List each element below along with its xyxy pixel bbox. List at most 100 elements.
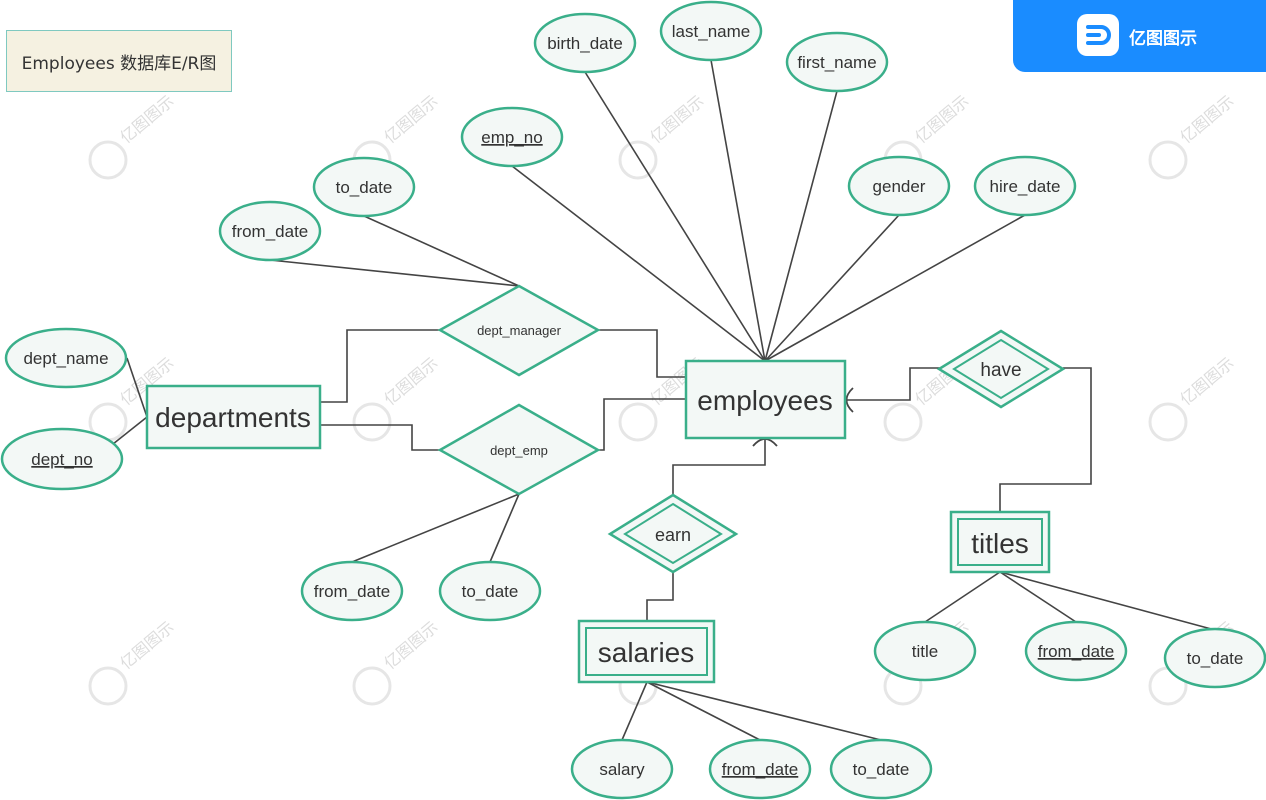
connector-emp_no (511, 165, 766, 362)
watermark-logo-icon: 亿图图示 (88, 92, 178, 180)
rel-have-inner (952, 338, 1050, 400)
connector-gender (764, 214, 900, 362)
attr-s-from_date (708, 738, 812, 800)
attr-label-salary: salary (599, 760, 645, 779)
connector-dept_emp-employees (598, 398, 686, 451)
attr-s-to_date (829, 738, 933, 800)
connector-earn-salaries (646, 572, 674, 621)
attr-label-t-from_date: from_date (1038, 642, 1115, 661)
rel-earn-inner (623, 502, 723, 565)
connector-dept_no (112, 416, 148, 445)
watermark-logo-icon: 亿图图示 (1148, 354, 1238, 442)
attr-label-t-to_date: to_date (1187, 649, 1244, 668)
rel-earn (607, 493, 739, 574)
entities: employees departments titles salaries (145, 359, 1051, 684)
rel-label-dept_manager: dept_manager (477, 323, 562, 338)
cardinality-mark-have (845, 387, 854, 413)
attr-label-first_name: first_name (797, 53, 876, 72)
rel-label-have: have (980, 360, 1021, 381)
attr-de-from_date (300, 560, 404, 622)
attr-emp_no (460, 106, 564, 168)
attr-label-birth_date: birth_date (547, 34, 623, 53)
connector-dm-to_date (363, 215, 520, 287)
attr-label-de-from_date: from_date (314, 582, 391, 601)
attr-t-to_date (1163, 627, 1266, 689)
attr-last_name (659, 0, 763, 62)
connector-title (924, 571, 1001, 623)
attr-label-dept_no: dept_no (31, 450, 92, 469)
connector-earn-employees (672, 438, 766, 495)
attr-label-last_name: last_name (672, 22, 750, 41)
attr-label-s-from_date: from_date (722, 760, 799, 779)
connector-first_name (764, 90, 838, 362)
connector-t-from_date (999, 571, 1077, 623)
attr-de-to_date (438, 560, 542, 622)
attr-label-emp_no: emp_no (481, 128, 542, 147)
rel-have (936, 329, 1066, 409)
attr-label-dm-to_date: to_date (336, 178, 393, 197)
entity-titles-inner (957, 518, 1043, 566)
connector-last_name (710, 59, 766, 362)
attr-salary (570, 738, 674, 800)
connectors (112, 59, 1216, 741)
connector-s-to_date (646, 681, 882, 741)
diagram-title: Employees 数据库E/R图 (6, 30, 232, 92)
connector-s-from_date (646, 681, 761, 741)
attr-birth_date (533, 12, 637, 74)
connector-t-to_date (999, 571, 1216, 631)
entity-label-employees: employees (697, 385, 832, 416)
connector-de-from_date (351, 493, 520, 563)
connector-employees-have (845, 367, 940, 401)
attr-dept_no (0, 427, 124, 491)
svg-text:亿图图示: 亿图图示 (1177, 92, 1238, 147)
entity-titles (949, 510, 1051, 574)
entity-salaries-inner (585, 627, 708, 676)
svg-text:亿图图示: 亿图图示 (117, 92, 178, 147)
relationships: dept_manager dept_emp have earn (437, 284, 1066, 574)
attr-label-dm-from_date: from_date (232, 222, 309, 241)
watermark-logo-icon: 亿图图示 (88, 618, 178, 706)
watermark-logo-icon: 亿图图示 (352, 354, 442, 442)
rel-dept_emp (437, 403, 601, 496)
attr-dm-to_date (312, 156, 416, 218)
connector-dept_manager-employees (598, 329, 686, 378)
connector-departments-dept_manager (320, 329, 440, 403)
connector-departments-dept_emp (320, 424, 440, 451)
connector-birth_date (584, 71, 766, 362)
rel-label-dept_emp: dept_emp (490, 443, 548, 458)
svg-text:亿图图示: 亿图图示 (381, 618, 442, 673)
attr-t-from_date (1024, 620, 1128, 682)
entity-label-salaries: salaries (598, 637, 694, 668)
connector-de-to_date (489, 493, 520, 563)
brand-name: 亿图图示 (1129, 29, 1197, 49)
attr-label-hire_date: hire_date (990, 177, 1061, 196)
svg-text:亿图图示: 亿图图示 (647, 92, 708, 147)
watermark-logo-icon: 亿图图示 (618, 92, 708, 180)
watermark-logo-icon: 亿图图示 (352, 618, 442, 706)
edraw-logo-icon (1077, 14, 1119, 56)
connector-salary (621, 681, 648, 741)
attr-label-de-to_date: to_date (462, 582, 519, 601)
connector-dept_name (126, 357, 148, 418)
attr-label-dept_name: dept_name (23, 349, 108, 368)
watermark-logo-icon: 亿图图示 (1148, 92, 1238, 180)
attr-title (873, 620, 977, 682)
svg-text:亿图图示: 亿图图示 (1177, 354, 1238, 409)
entity-departments (145, 384, 322, 450)
rel-label-earn: earn (655, 525, 691, 545)
entity-label-titles: titles (971, 528, 1029, 559)
attr-gender (847, 155, 951, 217)
attr-label-s-to_date: to_date (853, 760, 910, 779)
attr-label-title: title (912, 642, 938, 661)
entity-salaries (577, 619, 716, 684)
svg-text:亿图图示: 亿图图示 (912, 92, 973, 147)
entity-employees (684, 359, 847, 440)
brand-banner[interactable]: 亿图图示 (1013, 0, 1266, 72)
rel-dept_manager (437, 284, 601, 377)
attr-dm-from_date (218, 200, 322, 262)
attr-first_name (785, 31, 889, 93)
entity-label-departments: departments (155, 402, 311, 433)
connector-dm-from_date (269, 259, 520, 287)
attr-hire_date (973, 155, 1077, 217)
